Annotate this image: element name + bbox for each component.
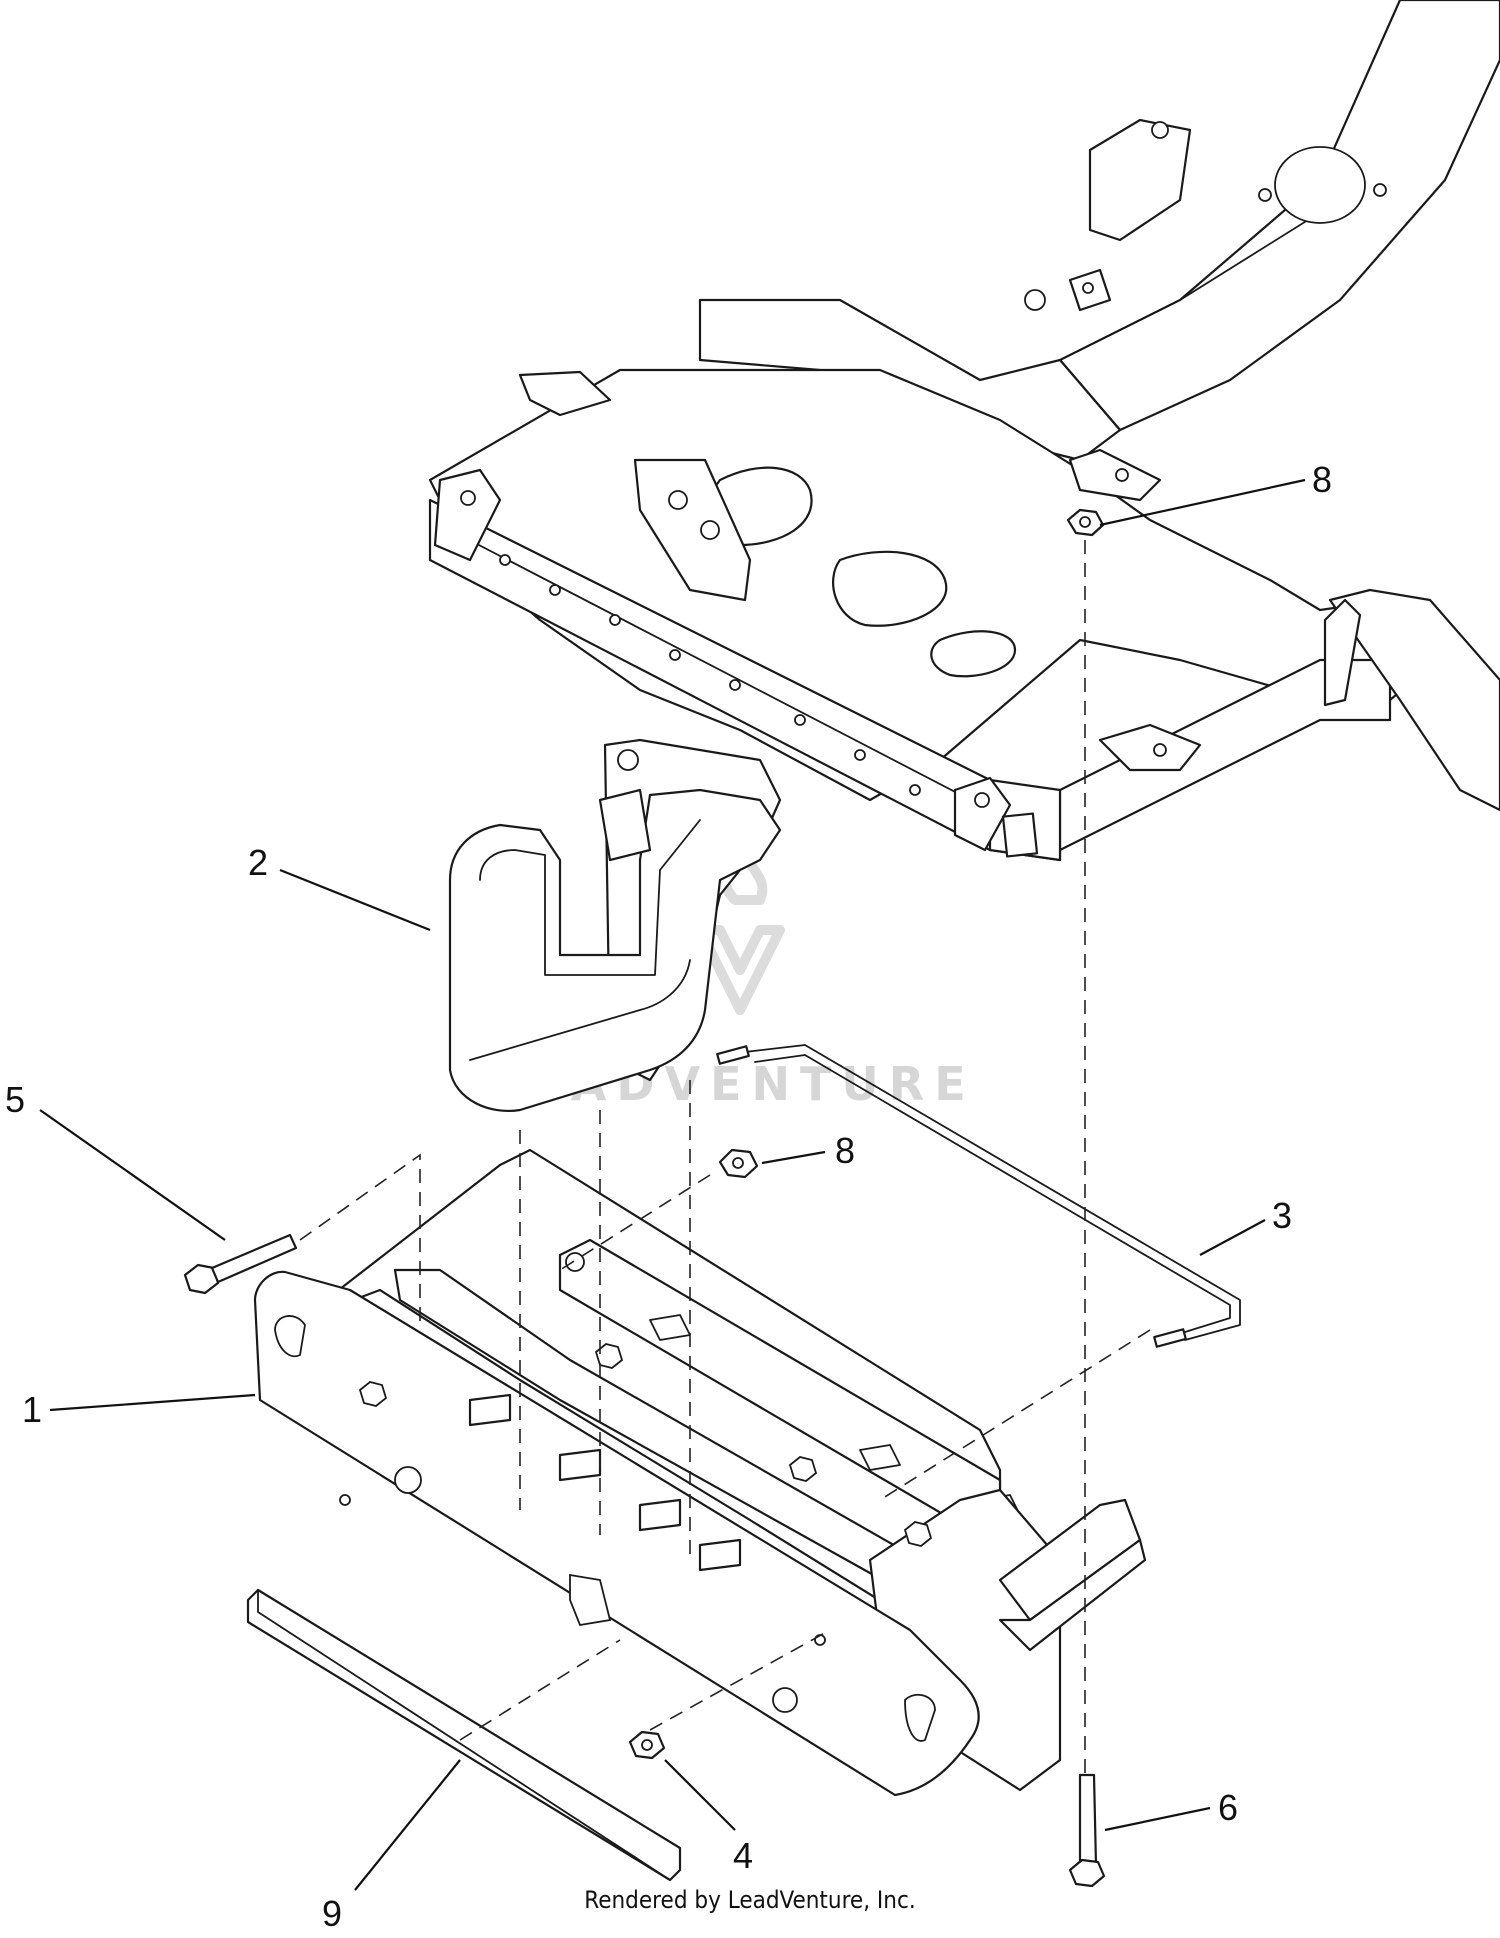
- part-8-nut-middle: [718, 1148, 759, 1179]
- callout-8-middle: 8: [835, 1130, 855, 1171]
- part-2-weight: [448, 738, 782, 1113]
- callout-9: 9: [322, 1893, 342, 1934]
- frame-assembly: [428, 0, 1500, 862]
- part-5-bolt: [183, 1233, 298, 1295]
- part-1-bracket: [253, 1148, 1147, 1797]
- callout-3: 3: [1272, 1195, 1292, 1236]
- callout-leaders: [39, 478, 1306, 1891]
- part-3-rod: [716, 1044, 1241, 1348]
- callout-6: 6: [1218, 1787, 1238, 1828]
- callout-2: 2: [248, 842, 268, 883]
- callout-8-upper: 8: [1312, 459, 1332, 500]
- render-credit: Rendered by LeadVenture, Inc.: [584, 1886, 916, 1914]
- callout-1: 1: [22, 1389, 42, 1430]
- part-6-bolt: [1068, 1773, 1106, 1888]
- callout-5: 5: [5, 1079, 25, 1120]
- callout-4: 4: [733, 1835, 753, 1876]
- part-9-strip: [246, 1588, 682, 1882]
- alignment-lines: [299, 540, 1151, 1775]
- part-4-nut: [628, 1730, 666, 1760]
